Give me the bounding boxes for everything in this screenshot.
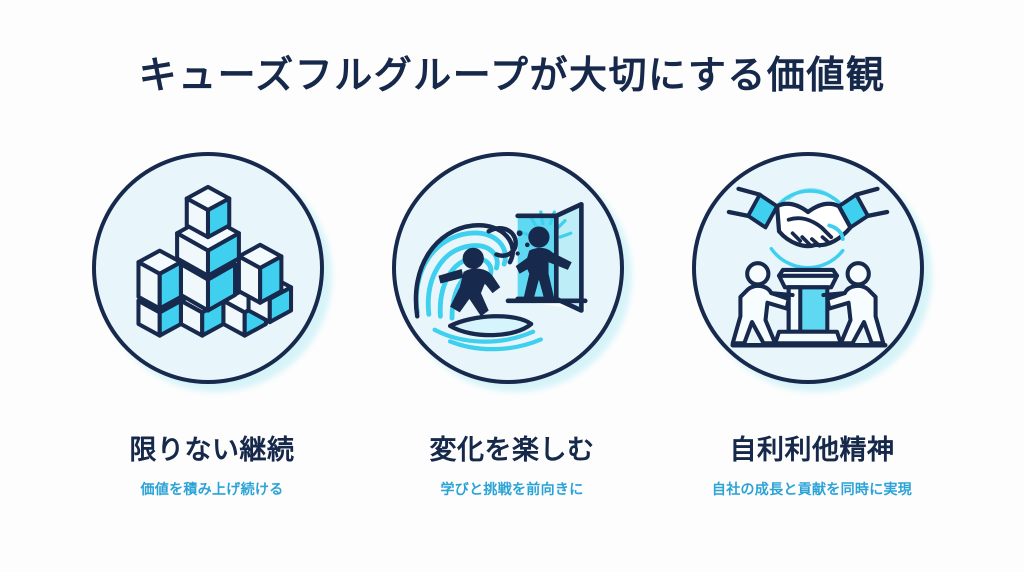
value-subtext-1: 価値を積み上げ続ける: [140, 480, 284, 497]
value-subtext-3: 自社の成長と貢献を同時に実現: [711, 480, 913, 497]
value-card-3: 自利利他精神 自社の成長と貢献を同時に実現: [662, 152, 962, 499]
surfer-wave-open-door-icon: [413, 201, 588, 352]
value-card-1: 限りない継続 価値を積み上げ続ける: [62, 152, 362, 499]
value-icon-badge-1: [92, 152, 332, 392]
badge-disc: [92, 152, 324, 384]
value-icon-badge-3: [692, 152, 932, 392]
badge-disc: [692, 152, 924, 384]
stacked-cubes-icon: [136, 184, 294, 338]
badge-disc: [392, 152, 624, 384]
value-heading-1: 限りない継続: [129, 435, 295, 465]
value-card-2: 変化を楽しむ 学びと挑戦を前向きに: [362, 152, 662, 499]
value-heading-3: 自利利他精神: [729, 435, 895, 465]
value-subtext-2: 学びと挑戦を前向きに: [440, 480, 584, 497]
value-icon-badge-2: [392, 152, 632, 392]
handshake-pillar-icon: [726, 186, 890, 348]
values-list: 限りない継続 価値を積み上げ続ける: [0, 152, 1024, 499]
page-title: キューズフルグループが大切にする価値観: [138, 55, 886, 97]
value-heading-2: 変化を楽しむ: [429, 435, 595, 465]
